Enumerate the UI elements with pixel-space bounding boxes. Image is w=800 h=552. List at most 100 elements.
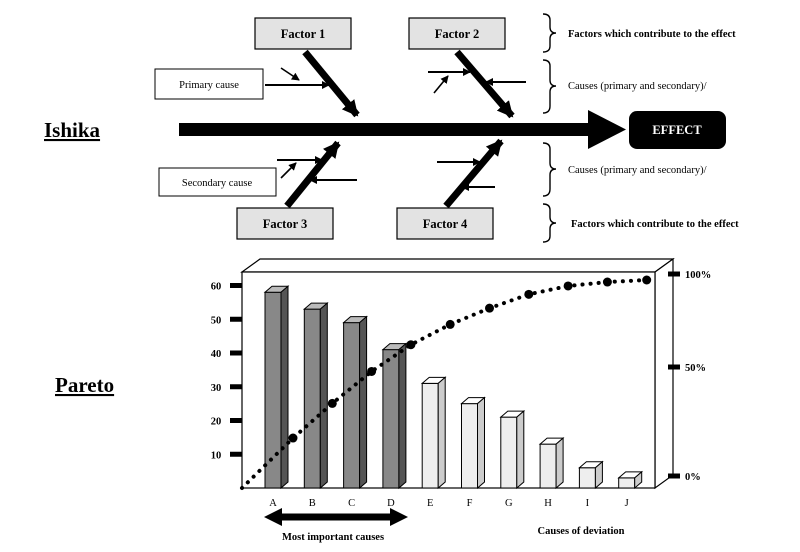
- bar-side: [477, 396, 485, 490]
- spine-shaft: [179, 123, 591, 136]
- bar-side: [594, 460, 603, 490]
- y-tick-label: 20: [211, 417, 222, 428]
- cumulative-point: [485, 303, 494, 313]
- chart-frame-top: [240, 258, 675, 273]
- brace-label-causes-top: Causes (primary and secondary)/: [568, 81, 707, 92]
- brace-label-factors-top: Factors which contribute to the effect: [568, 29, 736, 40]
- brace-factors-bottom: [542, 203, 557, 243]
- bar-face: [421, 382, 439, 489]
- bone-factor-1: [302, 49, 360, 118]
- bar-face: [578, 467, 596, 489]
- pareto-title: Pareto: [55, 373, 114, 397]
- factor-1-label: Factor 1: [281, 27, 326, 41]
- x-axis-title: Causes of deviation: [538, 526, 625, 537]
- x-tick-label: C: [348, 498, 355, 509]
- bar-B: [302, 302, 329, 490]
- y-tick-mark: [230, 384, 242, 390]
- y-tick-label: 10: [211, 450, 222, 461]
- bar-H: [538, 437, 565, 490]
- factor-2-label: Factor 2: [435, 27, 480, 41]
- x-tick-label: D: [387, 498, 395, 509]
- secondary-cause-arrow: [280, 162, 297, 179]
- y-tick-mark: [230, 316, 242, 322]
- bar-F: [460, 396, 486, 490]
- y2-axis: 0% 50% 100%: [668, 270, 711, 483]
- bar-face: [264, 291, 282, 489]
- cumulative-curve: [240, 275, 652, 490]
- ishikawa-diagram: Ishika EFFECT Factor 1 Factor 2 Factor 3…: [44, 13, 739, 243]
- cumulative-point: [642, 275, 652, 285]
- cumulative-point: [602, 277, 612, 287]
- cumulative-point: [524, 289, 534, 299]
- important-causes-arrow-left-head: [264, 508, 282, 526]
- x-tick-label: H: [544, 498, 552, 509]
- bar-face: [303, 308, 321, 489]
- bone-factor-2: [454, 49, 515, 119]
- bar-A: [263, 285, 290, 490]
- spine-arrowhead: [588, 110, 626, 149]
- x-tick-label: G: [505, 498, 513, 509]
- factor-3-box: [236, 207, 334, 240]
- bar-side: [555, 437, 564, 490]
- y2-tick-label: 0%: [685, 472, 701, 483]
- cumulative-point: [327, 398, 337, 408]
- bar-I: [578, 460, 604, 490]
- bar-series: [263, 285, 644, 490]
- brace-label-causes-bottom: Causes (primary and secondary)/: [568, 165, 707, 176]
- cumulative-point: [563, 281, 573, 291]
- most-important-label: Most important causes: [282, 532, 384, 543]
- bar-side: [634, 470, 643, 490]
- brace-causes-top: [542, 59, 557, 114]
- y-tick-label: 30: [211, 383, 222, 394]
- factor-1-box: [254, 17, 352, 50]
- x-tick-label: B: [309, 498, 316, 509]
- y2-tick-mark: [668, 473, 680, 479]
- cumulative-point: [445, 319, 455, 329]
- bar-D: [381, 342, 408, 490]
- bar-J: [617, 470, 644, 490]
- bar-C: [342, 315, 368, 490]
- bar-G: [499, 410, 526, 490]
- bar-face: [461, 403, 478, 489]
- important-causes-arrow-right-head: [390, 508, 408, 526]
- brace-factors-top: [542, 13, 557, 53]
- bar-side: [280, 285, 289, 490]
- effect-label: EFFECT: [652, 123, 702, 137]
- bar-face: [343, 322, 361, 489]
- y-tick-mark: [230, 283, 242, 288]
- y2-tick-mark: [668, 364, 680, 370]
- bar-side: [398, 342, 407, 490]
- brace-label-factors-bottom: Factors which contribute to the effect: [571, 219, 739, 230]
- bone-factor-4: [443, 138, 504, 209]
- cumulative-point: [406, 340, 416, 350]
- secondary-cause-arrow: [280, 67, 300, 81]
- bar-side: [359, 315, 368, 490]
- y-tick-mark: [230, 451, 242, 457]
- y-tick-label: 60: [211, 282, 222, 293]
- brace-causes-bottom: [542, 142, 557, 197]
- secondary-cause-box: [158, 167, 277, 197]
- cumulative-point: [288, 433, 298, 443]
- y-tick-label: 40: [211, 349, 222, 360]
- factor-2-box: [408, 17, 506, 50]
- bar-side: [437, 376, 446, 490]
- y-tick-mark: [230, 350, 242, 356]
- y2-tick-label: 100%: [685, 270, 711, 281]
- y-tick-label: 50: [211, 315, 222, 326]
- y2-tick-label: 50%: [685, 363, 706, 374]
- bar-E: [420, 376, 447, 490]
- bone-factor-3: [284, 140, 341, 209]
- x-tick-label: J: [625, 498, 629, 509]
- bar-face: [539, 443, 557, 489]
- effect-box: [629, 111, 726, 149]
- ishikawa-title: Ishika: [44, 118, 101, 142]
- y2-tick-mark: [668, 271, 680, 277]
- bar-side: [516, 410, 525, 490]
- x-tick-label: F: [467, 498, 473, 509]
- secondary-cause-arrow: [433, 75, 449, 94]
- factor-4-label: Factor 4: [423, 217, 468, 231]
- bar-face: [382, 349, 400, 489]
- factor-3-label: Factor 3: [263, 217, 308, 231]
